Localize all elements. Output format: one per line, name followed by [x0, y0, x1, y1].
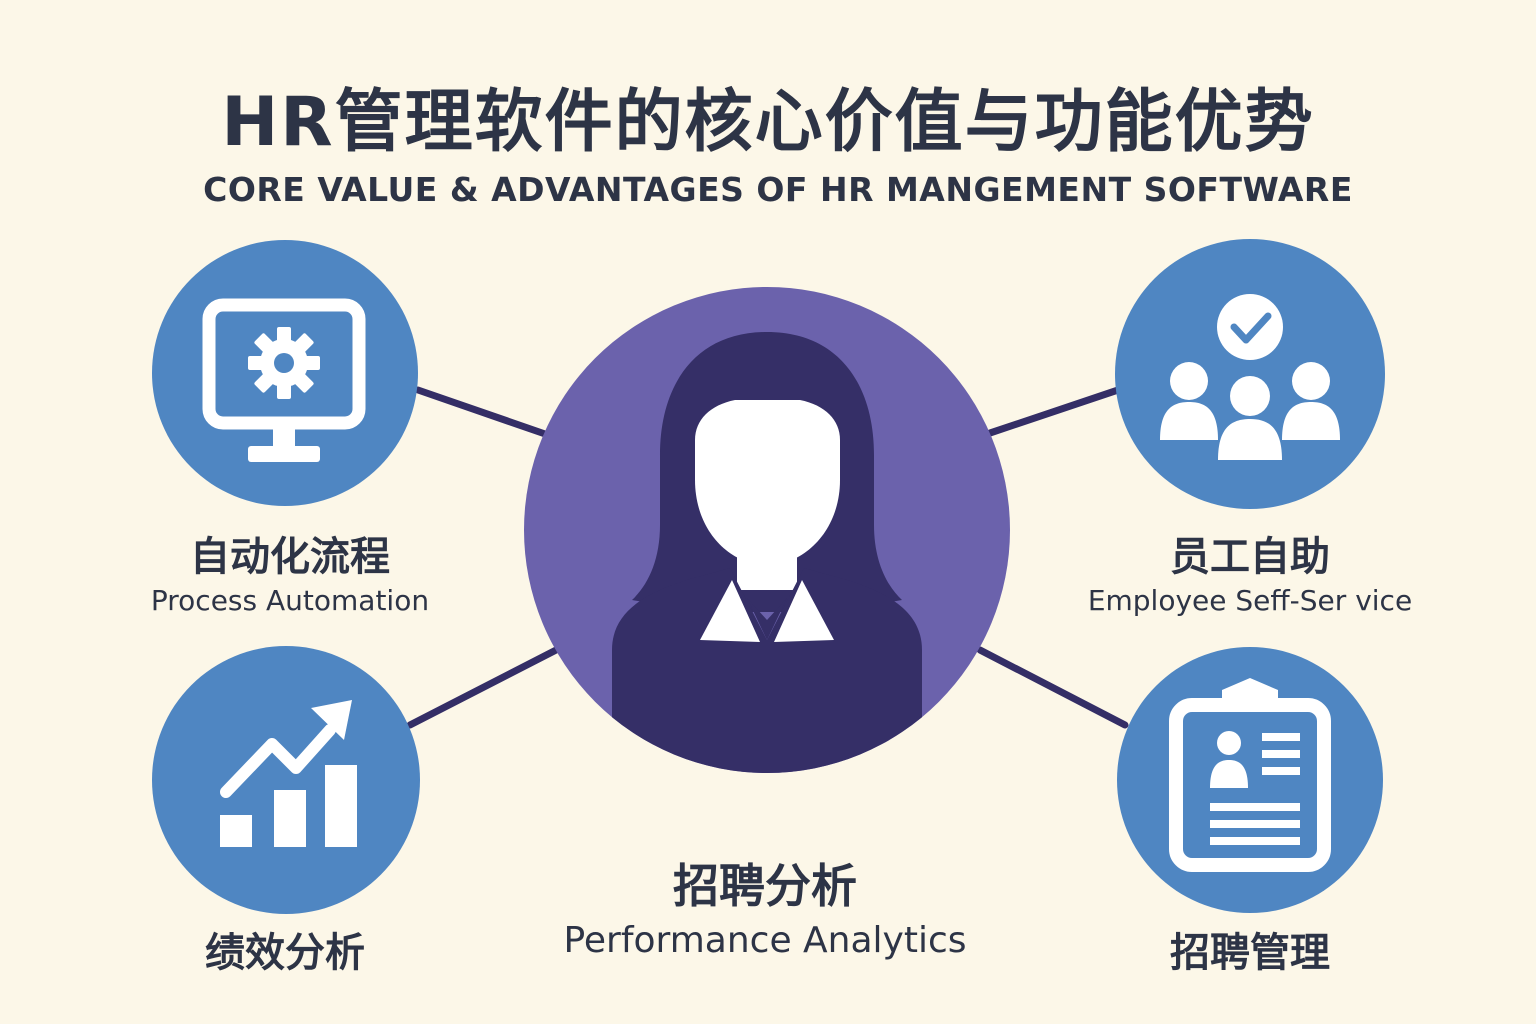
connector-process-automation: [414, 386, 552, 439]
center-caption-en: Performance Analytics: [563, 920, 967, 961]
person-silhouette-icon: [612, 332, 922, 773]
node-process-automation: [152, 240, 418, 506]
performance-analytics-label-cn: 绩效分析: [205, 930, 365, 976]
process-automation-label-cn: 自动化流程: [190, 534, 390, 580]
employee-self-service-label-en: Employee Seff-Ser vice: [1087, 584, 1413, 617]
center-node: [524, 287, 1010, 773]
page-subtitle: CORE VALUE & ADVANTAGES OF HR MANGEMENT …: [203, 170, 1353, 209]
node-recruitment-management: [1117, 647, 1383, 913]
center-caption-cn: 招聘分析: [673, 859, 857, 913]
connector-recruitment-management: [976, 646, 1129, 729]
page-title: HR管理软件的核心价值与功能优势: [221, 83, 1315, 162]
growth-chart-icon: [220, 700, 357, 847]
node-circle: [1115, 239, 1385, 509]
connector-employee-self-service: [986, 386, 1122, 437]
node-performance-analytics: [152, 646, 420, 914]
connectors: [406, 386, 1129, 729]
employee-self-service-label-cn: 员工自助: [1170, 534, 1330, 580]
team-check-icon: [1160, 294, 1340, 460]
connector-performance-analytics: [406, 644, 564, 729]
recruitment-management-label-cn: 招聘管理: [1170, 930, 1330, 976]
monitor-gear-icon: [202, 298, 366, 462]
node-employee-self-service: [1115, 239, 1385, 509]
resume-clipboard-icon: [1169, 678, 1331, 872]
node-circle: [152, 646, 420, 914]
process-automation-label-en: Process Automation: [150, 584, 430, 617]
